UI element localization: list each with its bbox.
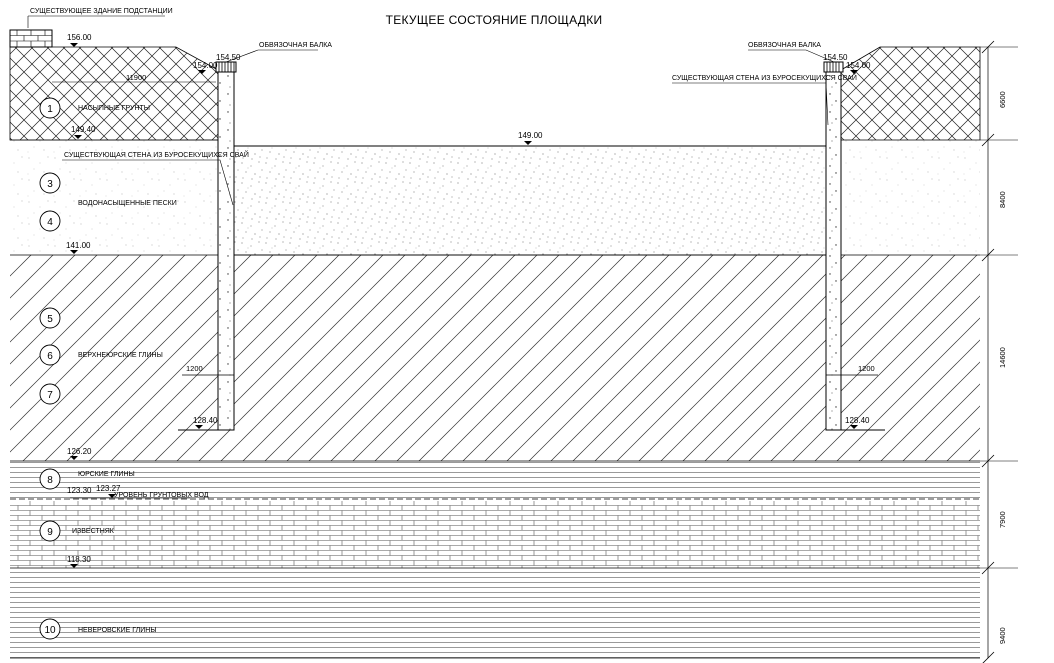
soil-layers <box>9 46 981 659</box>
layer-6-number: 6 <box>47 351 53 362</box>
elev-excavation-bottom: 149.00 <box>518 131 543 140</box>
layer-8-circle <box>39 468 61 490</box>
layer-4-circle <box>39 210 61 232</box>
elev-fill-bottom: 149.40 <box>71 125 96 134</box>
dim-upper-clay-thickness: 14600 <box>998 347 1007 368</box>
layer-3-number: 3 <box>47 179 53 190</box>
elev-limestone-bottom: 118.30 <box>67 555 91 564</box>
sand-layer-core <box>233 145 827 256</box>
elevation-marks: 156.00 154.00 154.50 154.50 154.00 149.4… <box>66 33 871 568</box>
pile-wall-left-label: СУЩЕСТВУЮЩАЯ СТЕНА ИЗ БУРОСЕКУЩИХСЯ СВАЙ <box>64 150 249 159</box>
layer-5-number: 5 <box>47 314 53 325</box>
existing-building <box>9 15 165 48</box>
clay-layer-jurassic <box>10 461 980 499</box>
capping-beam-right-label: ОБВЯЗОЧНАЯ БАЛКА <box>748 42 821 49</box>
elev-wall-toe-right: 128.40 <box>845 416 870 425</box>
layer-10-name: НЕВЕРОВСКИЕ ГЛИНЫ <box>78 627 157 634</box>
local-dimensions: 11900 1200 1200 <box>52 73 875 373</box>
fill-soil-left <box>9 46 219 141</box>
dim-socket-right: 1200 <box>858 364 875 373</box>
clay-layer-upper <box>10 255 980 461</box>
elev-limestone-top: 123.30 <box>67 486 92 495</box>
clay-layer-lower <box>10 568 980 658</box>
layer-7-number: 7 <box>47 390 53 401</box>
elev-clay-bottom: 126.20 <box>67 447 92 456</box>
layer-10-number: 10 <box>44 625 56 636</box>
dim-limestone-thickness: 7900 <box>998 511 1007 528</box>
groundwater-label: УРОВЕНЬ ГРУНТОВЫХ ВОД <box>114 492 209 499</box>
pile-wall-right-label: СУЩЕСТВУЮЩАЯ СТЕНА ИЗ БУРОСЕКУЩИХСЯ СВАЙ <box>672 73 857 82</box>
elev-wall-toe-left: 128.40 <box>193 416 218 425</box>
layer-9-circle <box>39 520 61 542</box>
existing-building-label: СУЩЕСТВУЮЩЕЕ ЗДАНИЕ ПОДСТАНЦИИ <box>30 8 173 15</box>
layer-3-circle <box>39 172 61 194</box>
layer-4-name: ВОДОНАСЫЩЕННЫЕ ПЕСКИ <box>78 200 177 207</box>
layer-6-circle <box>39 344 61 366</box>
capping-beam-left-label: ОБВЯЗОЧНАЯ БАЛКА <box>259 42 332 49</box>
layer-1-name: НАСЫПНЫЕ ГРУНТЫ <box>78 105 150 112</box>
layer-9-name: ИЗВЕСТНЯК <box>72 528 115 535</box>
layer-4-number: 4 <box>47 217 53 228</box>
elev-beam-left-top: 154.50 <box>216 53 241 62</box>
layer-1-number: 1 <box>47 104 53 115</box>
layer-markers: 1 НАСЫПНЫЕ ГРУНТЫ 3 4 ВОДОНАСЫЩЕННЫЕ ПЕС… <box>39 97 177 640</box>
layer-5-circle <box>39 307 61 329</box>
elev-ground-left: 156.00 <box>67 33 92 42</box>
elev-sand-bottom: 141.00 <box>66 241 91 250</box>
dim-lower-clay-thickness: 9400 <box>998 627 1007 644</box>
vertical-dimension-chain: 6600 8400 14600 7900 9400 <box>980 40 1018 663</box>
drawing-title: ТЕКУЩЕЕ СОСТОЯНИЕ ПЛОЩАДКИ <box>386 13 603 27</box>
annotations: СУЩЕСТВУЮЩЕЕ ЗДАНИЕ ПОДСТАНЦИИ ОБВЯЗОЧНА… <box>30 8 857 499</box>
layer-8-number: 8 <box>47 475 53 486</box>
layer-7-circle <box>39 383 61 405</box>
layer-6-name: ВЕРХНЕЮРСКИЕ ГЛИНЫ <box>78 352 163 359</box>
layer-8-name: ЮРСКИЕ ГЛИНЫ <box>78 471 135 478</box>
dim-sand-thickness: 8400 <box>998 191 1007 208</box>
pile-walls <box>178 61 885 431</box>
dim-socket-left: 1200 <box>186 364 203 373</box>
sand-layer-left <box>10 140 218 255</box>
dim-fill-thickness: 6600 <box>998 91 1007 108</box>
layer-1-circle <box>39 97 61 119</box>
layer-10-circle <box>39 618 61 640</box>
sand-layer-right <box>841 140 980 255</box>
elev-groundwater: 123.27 <box>96 484 121 493</box>
limestone-layer <box>10 501 980 568</box>
elev-beam-right-bottom: 154.00 <box>846 61 871 70</box>
elev-beam-left-bottom: 154.00 <box>193 61 218 70</box>
layer-9-number: 9 <box>47 527 53 538</box>
dim-offset-left: 11900 <box>126 73 146 82</box>
elev-beam-right-top: 154.50 <box>823 53 848 62</box>
